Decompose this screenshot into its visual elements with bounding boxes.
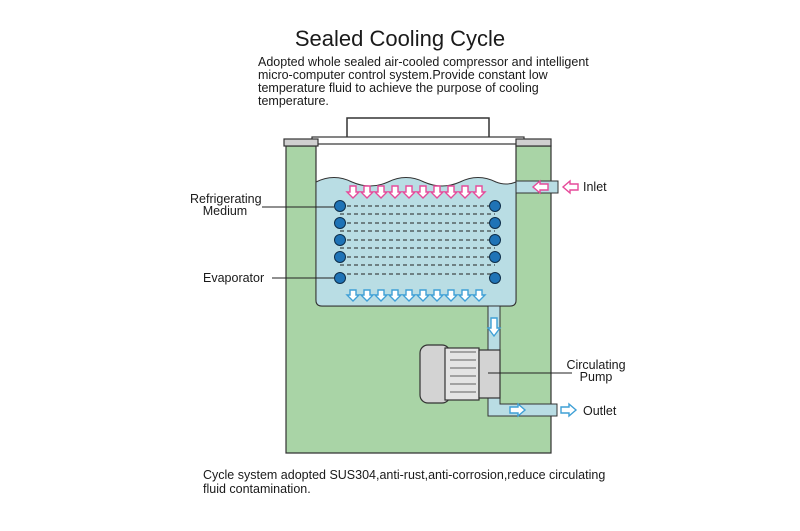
evaporator-coils — [334, 200, 501, 284]
diagram-title: Sealed Cooling Cycle — [294, 26, 506, 51]
lid-handle — [346, 117, 490, 139]
lid-rim — [311, 136, 525, 145]
right-top-rim — [515, 138, 552, 147]
footer-text: Cycle system adopted SUS304,anti-rust,an… — [203, 468, 606, 496]
outlet-pipe — [487, 305, 558, 417]
label-evaporator: Evaporator — [203, 271, 265, 285]
inflow-arrows — [345, 179, 579, 199]
left-top-rim — [283, 138, 319, 147]
label-refrigerating-medium: Refrigerating Medium — [190, 192, 262, 218]
leader-lines — [262, 206, 572, 374]
outflow-arrows — [345, 289, 578, 418]
label-outlet: Outlet — [583, 404, 617, 418]
label-circulating-pump: Circulating Pump — [566, 358, 626, 384]
label-inlet: Inlet — [583, 180, 607, 194]
circulating-pump — [419, 344, 501, 404]
intro-text: Adopted whole sealed air-cooled compress… — [258, 55, 589, 108]
refrigerating-medium-fluid — [315, 177, 517, 307]
